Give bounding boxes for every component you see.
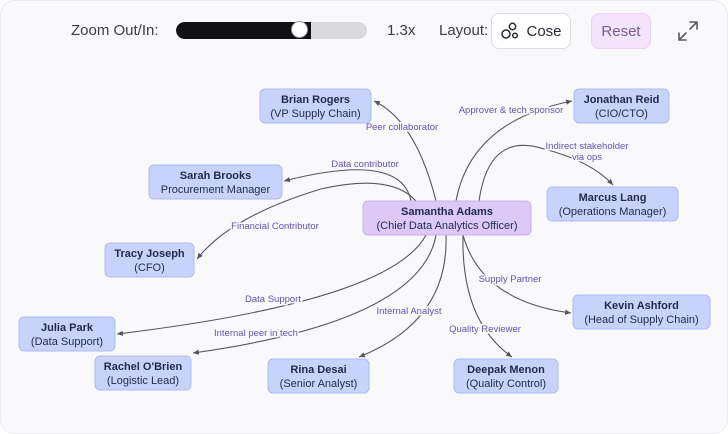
- rina-node-box: [267, 358, 370, 394]
- edge-kevin[interactable]: [462, 234, 572, 315]
- sarah-node-box: [148, 164, 283, 200]
- tracy-name: Tracy Joseph: [114, 248, 185, 260]
- brian-name: Brian Rogers: [281, 94, 350, 106]
- kevin-role: (Head of Supply Chain): [584, 314, 698, 326]
- rachel-node-box: [94, 355, 192, 391]
- jonathan-role: (CIO/CTO): [595, 108, 648, 120]
- node-tracy[interactable]: Tracy Joseph (CFO): [104, 242, 195, 278]
- edge-tracy[interactable]: [196, 182, 417, 260]
- sarah-name: Sarah Brooks: [180, 170, 252, 182]
- deepak-name: Deepak Menon: [467, 364, 545, 376]
- julia-node-box: [18, 316, 116, 352]
- deepak-role: (Quality Control): [466, 378, 546, 390]
- edge-jonathan[interactable]: [455, 99, 573, 202]
- node-deepak[interactable]: Deepak Menon (Quality Control): [453, 358, 559, 394]
- zoom-slider-fill: [176, 22, 311, 39]
- edge-label-kevin: Supply Partner: [479, 274, 542, 285]
- edge-label-sarah: Data contributor: [331, 159, 399, 170]
- node-rachel[interactable]: Rachel O'Brien (Logistic Lead): [94, 355, 192, 391]
- edge-label-brian: Peer collaborator: [366, 122, 438, 133]
- node-marcus[interactable]: Marcus Lang (Operations Manager): [546, 186, 679, 222]
- jonathan-name: Jonathan Reid: [584, 94, 660, 106]
- edge-label-tracy: Financial Contributor: [231, 221, 319, 232]
- edge-rachel[interactable]: [192, 234, 437, 355]
- node-julia[interactable]: Julia Park (Data Support): [18, 316, 116, 352]
- sarah-role: Procurement Manager: [161, 184, 271, 196]
- layout-cose-icon: [501, 22, 519, 39]
- jonathan-node-box: [573, 88, 670, 124]
- node-center[interactable]: Samantha Adams (Chief Data Analytics Offi…: [362, 200, 532, 236]
- edge-label-rina: Internal Analyst: [377, 306, 442, 317]
- edge-label-rachel: Internal peer in tech: [214, 328, 298, 339]
- edge-brian[interactable]: [373, 100, 437, 202]
- edge-sarah[interactable]: [283, 169, 412, 202]
- zoom-label: Zoom Out/In:: [71, 22, 159, 39]
- reset-button[interactable]: Reset: [591, 13, 651, 49]
- tracy-node-box: [104, 242, 195, 278]
- rina-role: (Senior Analyst): [280, 378, 358, 390]
- rina-name: Rina Desai: [290, 364, 346, 376]
- node-rina[interactable]: Rina Desai (Senior Analyst): [267, 358, 370, 394]
- edge-label-marcus: via ops: [572, 152, 602, 163]
- marcus-name: Marcus Lang: [579, 192, 647, 204]
- kevin-name: Kevin Ashford: [604, 300, 679, 312]
- rachel-name: Rachel O'Brien: [104, 361, 183, 373]
- julia-role: (Data Support): [31, 336, 103, 348]
- layout-label: Layout:: [439, 22, 489, 39]
- edge-label-marcus: Indirect stakeholder: [546, 141, 629, 152]
- center-name: Samantha Adams: [401, 206, 493, 218]
- node-jonathan[interactable]: Jonathan Reid (CIO/CTO): [573, 88, 670, 124]
- zoom-slider[interactable]: [176, 22, 367, 39]
- brian-role: (VP Supply Chain): [270, 108, 360, 120]
- center-node-box: [362, 200, 532, 236]
- marcus-role: (Operations Manager): [559, 206, 667, 218]
- layout-select-button[interactable]: Cose: [491, 13, 571, 49]
- zoom-slider-thumb[interactable]: [290, 21, 308, 38]
- layout-value: Cose: [526, 22, 562, 40]
- kevin-node-box: [572, 294, 711, 330]
- deepak-node-box: [453, 358, 559, 394]
- brian-node-box: [259, 88, 372, 124]
- edge-deepak[interactable]: [462, 234, 513, 358]
- edge-label-julia: Data Support: [245, 294, 301, 305]
- rachel-role: (Logistic Lead): [107, 375, 179, 387]
- edge-marcus[interactable]: [478, 144, 614, 202]
- marcus-node-box: [546, 186, 679, 222]
- edge-julia[interactable]: [116, 234, 427, 336]
- node-brian[interactable]: Brian Rogers (VP Supply Chain): [259, 88, 372, 124]
- tracy-role: (CFO): [134, 262, 165, 274]
- expand-icon[interactable]: [677, 20, 699, 42]
- julia-name: Julia Park: [41, 322, 94, 334]
- edge-label-jonathan: Approver & tech sponsor: [459, 105, 564, 116]
- edge-label-deepak: Quality Reviewer: [449, 324, 521, 335]
- edge-rina[interactable]: [358, 234, 447, 358]
- center-role: (Chief Data Analytics Officer): [376, 220, 517, 232]
- zoom-value: 1.3x: [387, 22, 416, 39]
- reset-label: Reset: [601, 22, 641, 40]
- node-kevin[interactable]: Kevin Ashford (Head of Supply Chain): [572, 294, 711, 330]
